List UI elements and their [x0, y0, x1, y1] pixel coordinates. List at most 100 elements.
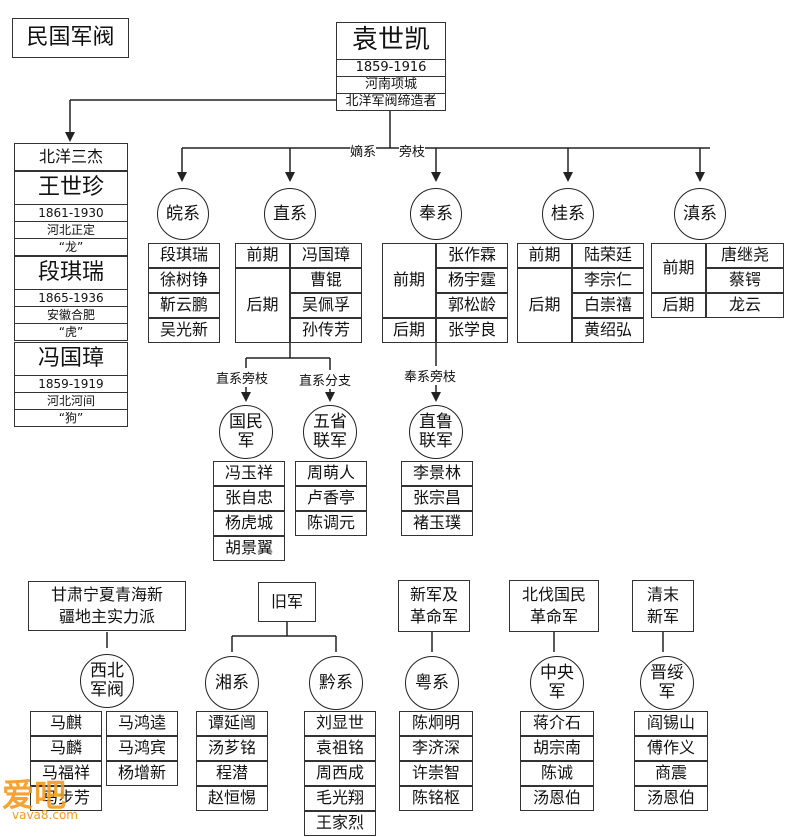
yuan-name: 袁世凯 [336, 22, 446, 60]
feng-circle: 奉系 [410, 188, 462, 240]
wan-member: 徐树铮 [148, 268, 220, 293]
xibei-col1-member: 马麟 [30, 736, 102, 761]
qian-member: 袁祖铭 [304, 736, 376, 761]
beiyang-p3-place: 河北河间 [14, 392, 128, 410]
beiyang-header: 北洋三杰 [14, 143, 128, 171]
page-title: 民国军阀 [12, 18, 129, 58]
zhongyang-circle-text: 中央 军 [540, 663, 574, 702]
zhongyang-member: 蒋介石 [520, 711, 594, 736]
qian-member: 周西成 [304, 761, 376, 786]
beiyang-p2-nick: “虎” [14, 323, 128, 341]
feng-late: 后期 [382, 318, 436, 343]
fengpang-member: 李景林 [401, 461, 473, 486]
zhifen-circle-text: 五省 联军 [313, 412, 347, 451]
xiang-circle: 湘系 [205, 656, 259, 710]
yue-circle: 粤系 [405, 656, 459, 710]
watermark-url: vava8.com [12, 808, 78, 822]
beifa-header: 北伐国民 革命军 [509, 580, 599, 632]
beiyang-p2-name: 段琪瑞 [14, 256, 128, 290]
yue-member: 陈铭枢 [399, 786, 473, 811]
jinsui-circle-text: 晋绥 军 [650, 663, 684, 702]
xibei-col1-member: 马福祥 [30, 761, 102, 786]
jinsui-member: 汤恩伯 [634, 786, 708, 811]
dian-early: 前期 [651, 243, 706, 293]
jinsui-circle: 晋绥 军 [640, 656, 694, 710]
zhipang-member: 胡景翼 [213, 536, 285, 561]
yue-member: 李济深 [399, 736, 473, 761]
dixi-label: 嫡系 [350, 141, 377, 160]
gui-member: 白崇禧 [572, 293, 644, 318]
qian-member: 王家烈 [304, 811, 376, 836]
xibei-header: 甘肃宁夏青海新 疆地主实力派 [28, 581, 186, 631]
yuan-note: 北洋军阀缔造者 [336, 93, 446, 111]
fengpang-label: 奉系旁枝 [404, 366, 457, 385]
zhifen-member: 周萌人 [295, 461, 367, 486]
beiyang-p1-years: 1861-1930 [14, 204, 128, 222]
yuan-place: 河南项城 [336, 76, 446, 94]
gui-early: 前期 [517, 243, 572, 268]
xibei-col2-member: 马鸿逵 [106, 711, 178, 736]
xiang-member: 程潜 [196, 761, 268, 786]
gui-member: 黄绍弘 [572, 318, 644, 343]
yue-member: 陈炯明 [399, 711, 473, 736]
qian-circle: 黔系 [309, 656, 363, 710]
beiyang-p2-years: 1865-1936 [14, 289, 128, 307]
zhipang-member: 杨虎城 [213, 511, 285, 536]
xiang-member: 赵恒惕 [196, 786, 268, 811]
gui-member: 陆荣廷 [572, 243, 644, 268]
xiang-member: 谭延闿 [196, 711, 268, 736]
beiyang-p3-nick: “狗” [14, 409, 128, 427]
jinsui-member: 商震 [634, 761, 708, 786]
dian-late: 后期 [651, 293, 706, 318]
feng-early: 前期 [382, 243, 436, 318]
jinsui-member: 傅作义 [634, 736, 708, 761]
wan-member: 段琪瑞 [148, 243, 220, 268]
xibei-col1-member: 马麒 [30, 711, 102, 736]
zhi-member: 曹锟 [290, 268, 362, 293]
gui-member: 李宗仁 [572, 268, 644, 293]
gui-late: 后期 [517, 268, 572, 343]
zhongyang-member: 汤恩伯 [520, 786, 594, 811]
xiang-member: 汤芗铭 [196, 736, 268, 761]
beiyang-p3-name: 冯国璋 [14, 342, 128, 376]
xibei-col2-member: 杨增新 [106, 761, 178, 786]
fengpang-member: 张宗昌 [401, 486, 473, 511]
wan-circle: 皖系 [157, 188, 209, 240]
xibei-circle: 西北 军阀 [80, 654, 134, 708]
qian-member: 刘显世 [304, 711, 376, 736]
wan-member: 靳云鹏 [148, 293, 220, 318]
zhongyang-member: 陈诚 [520, 761, 594, 786]
zhi-member: 冯国璋 [290, 243, 362, 268]
zhi-member: 孙传芳 [290, 318, 362, 343]
yuan-years: 1859-1916 [336, 59, 446, 77]
zhi-circle: 直系 [264, 188, 316, 240]
beifa-header-text: 北伐国民 革命军 [521, 585, 586, 626]
beiyang-p2-place: 安徽合肥 [14, 306, 128, 324]
pangzhi-label: 旁枝 [399, 141, 426, 160]
zhipang-member: 张自忠 [213, 486, 285, 511]
zhongyang-circle: 中央 军 [530, 656, 584, 710]
zhifen-member: 卢香亭 [295, 486, 367, 511]
xibei-header-text: 甘肃宁夏青海新 疆地主实力派 [50, 585, 163, 626]
beiyang-p3-years: 1859-1919 [14, 375, 128, 393]
wan-member: 吴光新 [148, 318, 220, 343]
beiyang-p1-nick: “龙” [14, 238, 128, 256]
zhipang-label: 直系旁枝 [216, 368, 269, 387]
zhongyang-member: 胡宗南 [520, 736, 594, 761]
xinjun-header: 新军及 革命军 [398, 580, 470, 632]
qingmo-header-text: 清末 新军 [646, 585, 679, 626]
zhi-member: 吴佩孚 [290, 293, 362, 318]
dian-member: 蔡锷 [706, 268, 784, 293]
xinjun-header-text: 新军及 革命军 [409, 585, 458, 626]
zhifen-label: 直系分支 [299, 370, 352, 389]
dian-member: 唐继尧 [706, 243, 784, 268]
feng-member: 杨宇霆 [436, 268, 508, 293]
fengpang-member: 褚玉璞 [401, 511, 473, 536]
xibei-circle-text: 西北 军阀 [90, 661, 124, 700]
fengpang-circle-text: 直鲁 联军 [419, 412, 453, 451]
feng-member: 张学良 [436, 318, 508, 343]
zhipang-circle-text: 国民 军 [229, 412, 263, 451]
qingmo-header: 清末 新军 [632, 580, 694, 632]
beiyang-p1-name: 王世珍 [14, 171, 128, 205]
zhifen-circle: 五省 联军 [303, 405, 357, 459]
